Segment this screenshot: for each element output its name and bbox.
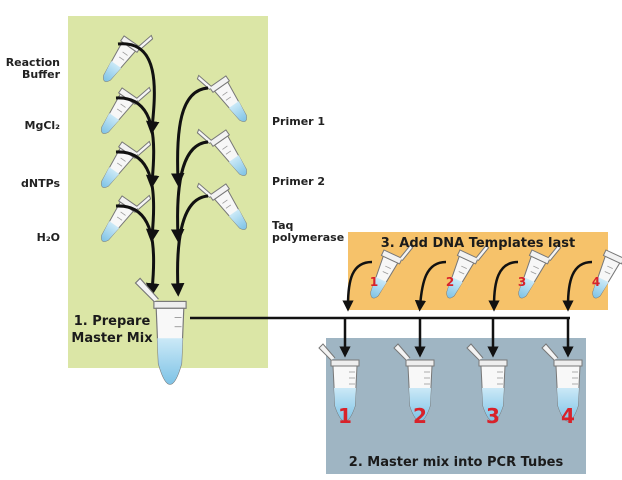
step1-title: 1. Prepare Master Mix	[71, 314, 153, 346]
template-number: 2	[446, 275, 454, 289]
template-number: 3	[518, 275, 526, 289]
master-mix-tube-icon	[134, 277, 187, 385]
distribution-arrows	[339, 318, 574, 358]
water-label: H₂O	[36, 231, 60, 244]
primer1-label: Primer 1	[272, 115, 326, 128]
left-arrows	[115, 42, 160, 297]
step2-title: 2. Master mix into PCR Tubes	[348, 455, 564, 470]
primer2-label: Primer 2	[272, 175, 326, 188]
pcr-tubes-panel	[326, 338, 586, 474]
step3-title: 3. Add DNA Templates last	[380, 236, 576, 251]
pcr-number: 4	[561, 404, 575, 428]
pcr-number: 2	[413, 404, 427, 428]
template-arrows	[342, 260, 593, 312]
mgcl2-label: MgCl₂	[24, 119, 60, 132]
taq-label: Taq polymerase	[272, 219, 345, 244]
pcr-number: 1	[338, 404, 352, 428]
reaction-buffer-label: Reaction Buffer	[5, 56, 60, 81]
dntps-label: dNTPs	[21, 177, 60, 190]
pcr-number: 3	[486, 404, 500, 428]
right-arrows	[170, 86, 209, 297]
template-number: 4	[592, 275, 600, 289]
template-number: 1	[370, 275, 378, 289]
